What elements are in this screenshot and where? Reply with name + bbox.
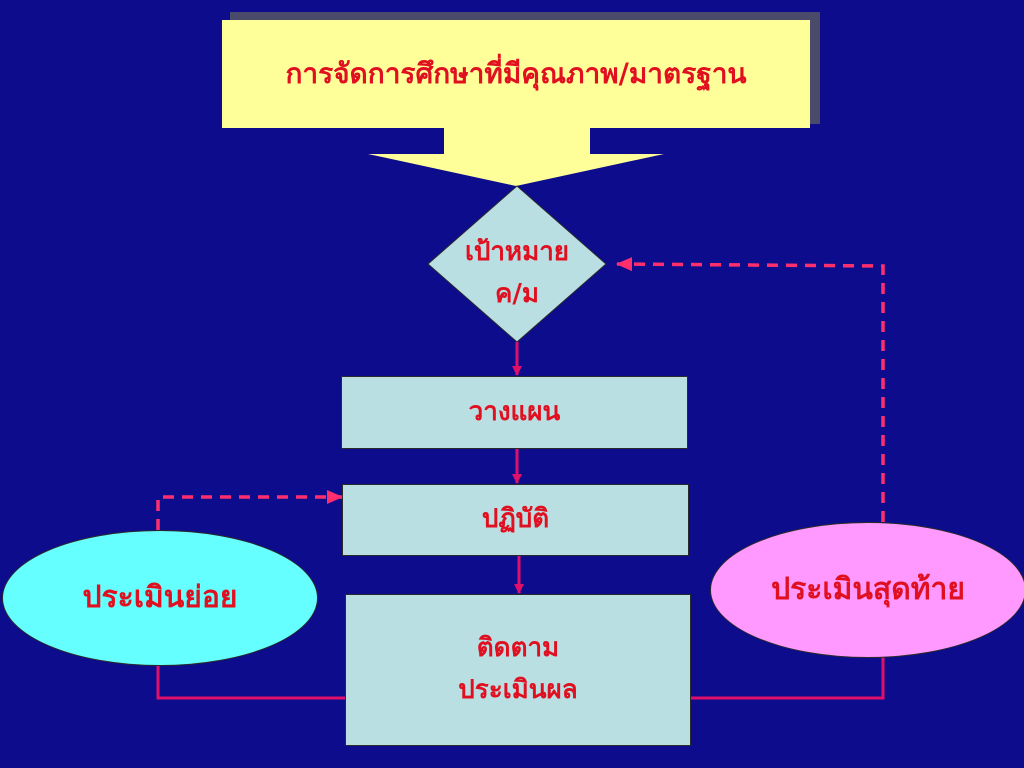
connector-monitor-to-formative xyxy=(156,650,345,700)
do-box: ปฏิบัติ xyxy=(342,484,689,556)
monitor-label-line1: ติดตาม xyxy=(476,633,560,664)
title-box: การจัดการศึกษาที่มีคุณภาพ/มาตรฐาน xyxy=(222,20,810,128)
formative-eval-ellipse: ประเมินย่อย xyxy=(2,530,318,666)
summative-eval-label: ประเมินสุดท้าย xyxy=(771,572,965,607)
goal-label-line1: เป้าหมาย xyxy=(464,237,570,267)
title-down-arrow xyxy=(368,128,664,186)
diagram-title: การจัดการศึกษาที่มีคุณภาพ/มาตรฐาน xyxy=(285,57,747,90)
plan-label: วางแผน xyxy=(468,396,561,427)
formative-eval-label: ประเมินย่อย xyxy=(82,580,238,615)
plan-box: วางแผน xyxy=(341,376,688,449)
monitor-box: ติดตาม ประเมินผล xyxy=(345,594,691,746)
goal-label: เป้าหมาย ค/ม xyxy=(430,232,604,315)
summative-eval-ellipse: ประเมินสุดท้าย xyxy=(710,522,1024,658)
feedback-summative-to-goal xyxy=(616,257,885,522)
feedback-formative-to-do xyxy=(156,490,343,530)
do-label: ปฏิบัติ xyxy=(481,504,550,535)
goal-label-line2: ค/ม xyxy=(494,278,540,309)
connector-monitor-to-summative xyxy=(691,655,885,700)
monitor-label-line2: ประเมินผล xyxy=(458,675,578,705)
